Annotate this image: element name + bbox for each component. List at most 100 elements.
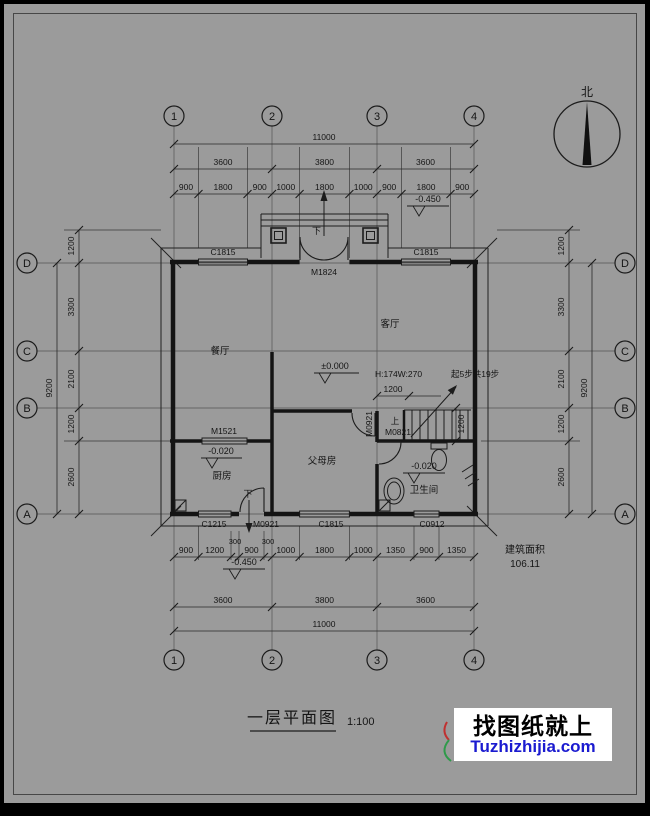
dim-text: 11000 bbox=[312, 619, 335, 629]
dim-text: 900 bbox=[455, 182, 469, 192]
dim-text: 3800 bbox=[315, 157, 334, 167]
window-c1215-bottom bbox=[199, 511, 232, 517]
stair-direction-arrow bbox=[411, 387, 456, 437]
stair-annotation: H:174W:270 起5步共19步 1200 1200 上 bbox=[375, 369, 499, 433]
dim-text: 2100 bbox=[66, 369, 76, 388]
dim-text: 300 bbox=[262, 537, 275, 546]
dim-text: 3600 bbox=[416, 595, 435, 605]
dim-text: 900 bbox=[419, 545, 433, 555]
dim-text: 1350 bbox=[386, 545, 405, 555]
logo-mark bbox=[444, 722, 451, 761]
dim-text: 3300 bbox=[556, 297, 566, 316]
grid-row-d-right: D bbox=[621, 258, 629, 270]
stair-dim-width: 1200 bbox=[456, 414, 466, 433]
title-text: 一层平面图 bbox=[247, 710, 337, 727]
room-label-living: 客厅 bbox=[380, 318, 400, 330]
north-compass: 北 bbox=[554, 85, 620, 167]
bathroom-door bbox=[379, 442, 401, 464]
area-value: 106.11 bbox=[510, 559, 540, 570]
stair-dim-landing: 1200 bbox=[384, 384, 403, 394]
window-m1521 bbox=[202, 438, 247, 444]
grid-row-d-left: D bbox=[23, 258, 31, 270]
north-label: 北 bbox=[581, 85, 593, 99]
dim-text: 900 bbox=[382, 182, 396, 192]
porch-column-left bbox=[271, 228, 286, 243]
dims-left: 1200 3300 2100 1200 2600 9200 bbox=[44, 236, 76, 486]
level-porch-bottom: -0.450 bbox=[231, 557, 257, 567]
stair-note-size: H:174W:270 bbox=[375, 369, 422, 379]
dim-text: 1800 bbox=[214, 182, 233, 192]
grid-col-2-top: 2 bbox=[269, 111, 275, 123]
opening-label: C1815 bbox=[318, 519, 343, 529]
dims-right: 1200 3300 2100 1200 2600 9200 bbox=[556, 236, 589, 486]
dim-text: 3800 bbox=[315, 595, 334, 605]
window-c1815-top-right bbox=[402, 259, 451, 265]
dim-text: 3300 bbox=[66, 297, 76, 316]
dim-text: 900 bbox=[253, 182, 267, 192]
level-main: ±0.000 bbox=[321, 361, 348, 371]
dim-text: 300 bbox=[229, 537, 242, 546]
opening-label: C1815 bbox=[413, 247, 438, 257]
opening-label: M1521 bbox=[211, 426, 237, 436]
room-label-kitchen: 厨房 bbox=[212, 470, 231, 482]
dim-text: 1200 bbox=[556, 236, 566, 255]
grid-col-3-bottom: 3 bbox=[374, 655, 380, 667]
grid-col-4-bottom: 4 bbox=[471, 655, 477, 667]
window-c0912-bottom bbox=[414, 511, 439, 517]
grid-col-1-top: 1 bbox=[171, 111, 177, 123]
watermark: 找图纸就上 Tuzhizhijia.com bbox=[454, 708, 612, 761]
flue-bathroom bbox=[379, 500, 390, 511]
room-label-bath: 卫生间 bbox=[410, 484, 439, 496]
down-marker-entry: 下 bbox=[312, 226, 321, 236]
grid-row-c-left: C bbox=[23, 346, 31, 358]
dim-text: 900 bbox=[244, 545, 258, 555]
building-area-note: 建筑面积 106.11 bbox=[505, 543, 545, 570]
grid-lines bbox=[37, 126, 615, 650]
opening-label: M0921 bbox=[253, 519, 279, 529]
down-marker-kitchen: 下 bbox=[243, 489, 252, 499]
dim-text: 900 bbox=[179, 545, 193, 555]
room-label-parents: 父母房 bbox=[308, 455, 337, 467]
window-c1815-top-left bbox=[199, 259, 248, 265]
dim-text: 1800 bbox=[315, 182, 334, 192]
grid-col-1-bottom: 1 bbox=[171, 655, 177, 667]
windows bbox=[199, 259, 451, 517]
dim-text: 1000 bbox=[276, 182, 295, 192]
extension-lines bbox=[64, 147, 580, 560]
dim-text: 3600 bbox=[214, 595, 233, 605]
dim-text: 1200 bbox=[66, 414, 76, 433]
dim-text: 1000 bbox=[354, 545, 373, 555]
room-label-dining: 餐厅 bbox=[210, 345, 230, 357]
drawing-title: 一层平面图 1:100 bbox=[247, 710, 375, 731]
dim-text: 9200 bbox=[579, 378, 589, 397]
grid-row-c-right: C bbox=[621, 346, 629, 358]
watermark-text-cn: 找图纸就上 bbox=[473, 714, 593, 738]
flue-kitchen bbox=[175, 500, 186, 511]
grid-col-2-bottom: 2 bbox=[269, 655, 275, 667]
watermark-site-url: Tuzhizhijia.com bbox=[470, 738, 595, 756]
grid-row-b-left: B bbox=[23, 403, 30, 415]
opening-label: M1824 bbox=[311, 267, 337, 277]
grid-row-a-right: A bbox=[621, 509, 629, 521]
north-needle bbox=[583, 102, 592, 165]
level-kitchen: -0.020 bbox=[208, 446, 234, 456]
dim-text: 11000 bbox=[312, 132, 335, 142]
dim-text: 1350 bbox=[447, 545, 466, 555]
dim-text: 2600 bbox=[556, 467, 566, 486]
dim-text: 1000 bbox=[354, 182, 373, 192]
grid-col-3-top: 3 bbox=[374, 111, 380, 123]
dims-bottom: 900 1200 300 900 300 1000 1800 1000 1350… bbox=[179, 537, 466, 629]
dim-text: 1200 bbox=[205, 545, 224, 555]
area-label: 建筑面积 bbox=[505, 543, 545, 556]
dim-text: 1200 bbox=[556, 414, 566, 433]
dim-text: 2600 bbox=[66, 467, 76, 486]
stair-up-label: 上 bbox=[391, 416, 400, 426]
title-scale: 1:100 bbox=[347, 716, 375, 728]
window-c1815-bottom bbox=[300, 511, 350, 517]
dim-text: 3600 bbox=[416, 157, 435, 167]
level-bath: -0.020 bbox=[411, 461, 437, 471]
dim-text: 1200 bbox=[66, 236, 76, 255]
opening-labels: C1815 C1815 M1824 M1521 M0921 M0821 C121… bbox=[201, 247, 444, 529]
dims-top: 11000 3600 3800 3600 900 1800 900 1000 1… bbox=[179, 132, 470, 192]
dim-text: 1800 bbox=[417, 182, 436, 192]
